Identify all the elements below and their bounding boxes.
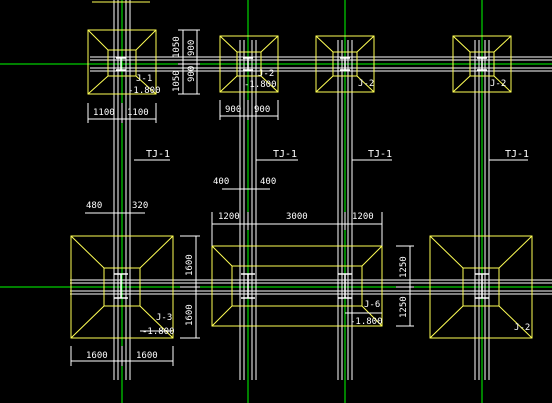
dim-j1-v-top: 1050: [172, 36, 182, 58]
dim-j1-h-left: 1100: [93, 108, 115, 118]
dim-j2-h-left: 900: [225, 105, 241, 115]
elevation-j6: -1.800: [350, 317, 383, 327]
footing-label-j2-lower: J-2: [490, 79, 506, 89]
dim-col-b: 320: [132, 201, 148, 211]
dim-j3-v-bottom: 1600: [185, 304, 195, 326]
dim-j6-v-bottom: 1250: [399, 296, 409, 318]
elevation-j1: -1.800: [128, 86, 161, 96]
dim-col-a: 480: [86, 201, 102, 211]
column-marks: [114, 57, 489, 299]
footing-label-j2-upper: J-2: [258, 69, 274, 79]
beam-label-tj1-b: TJ-1: [273, 149, 297, 160]
labels: J-1 -1.800 J-2 -1.800 J-2 J-2 J-3 -1.800…: [86, 36, 530, 361]
dimension-lines: [70, 29, 414, 366]
beam-label-tj1-a: TJ-1: [146, 149, 170, 160]
elevation-j3: -1.800: [142, 327, 175, 337]
dim-span-left: 1200: [218, 212, 240, 222]
dim-col-d: 400: [260, 177, 276, 187]
dim-j3-h-right: 1600: [136, 351, 158, 361]
footing-label-j1: J-1: [136, 74, 152, 84]
dim-j3-h-left: 1600: [86, 351, 108, 361]
dim-j1-h-right: 1100: [127, 108, 149, 118]
elevation-j2: -1.800: [244, 80, 277, 90]
dim-j1-v-bottom: 1050: [172, 70, 182, 92]
footing-label-j2-right-upper: J-2: [358, 79, 374, 89]
footing-label-j6: J-6: [364, 300, 380, 310]
beam-lines: [70, 0, 552, 380]
dim-j2-v-top: 900: [187, 40, 197, 56]
footing-label-j3: J-3: [156, 313, 172, 323]
beam-label-tj1-c: TJ-1: [368, 149, 392, 160]
dim-j3-v-top: 1600: [185, 254, 195, 276]
dim-j2-h-right: 900: [254, 105, 270, 115]
footing-outlines: [70, 1, 533, 339]
dim-span-right: 1200: [352, 212, 374, 222]
dim-j6-v-top: 1250: [399, 256, 409, 278]
dim-span-mid: 3000: [286, 212, 308, 222]
footing-label-j2-bottom-right: J-2: [514, 323, 530, 333]
leader-lines: [134, 159, 528, 332]
dim-col-c: 400: [213, 177, 229, 187]
dim-j1-v-mid: 900: [187, 66, 197, 82]
beam-label-tj1-d: TJ-1: [505, 149, 529, 160]
